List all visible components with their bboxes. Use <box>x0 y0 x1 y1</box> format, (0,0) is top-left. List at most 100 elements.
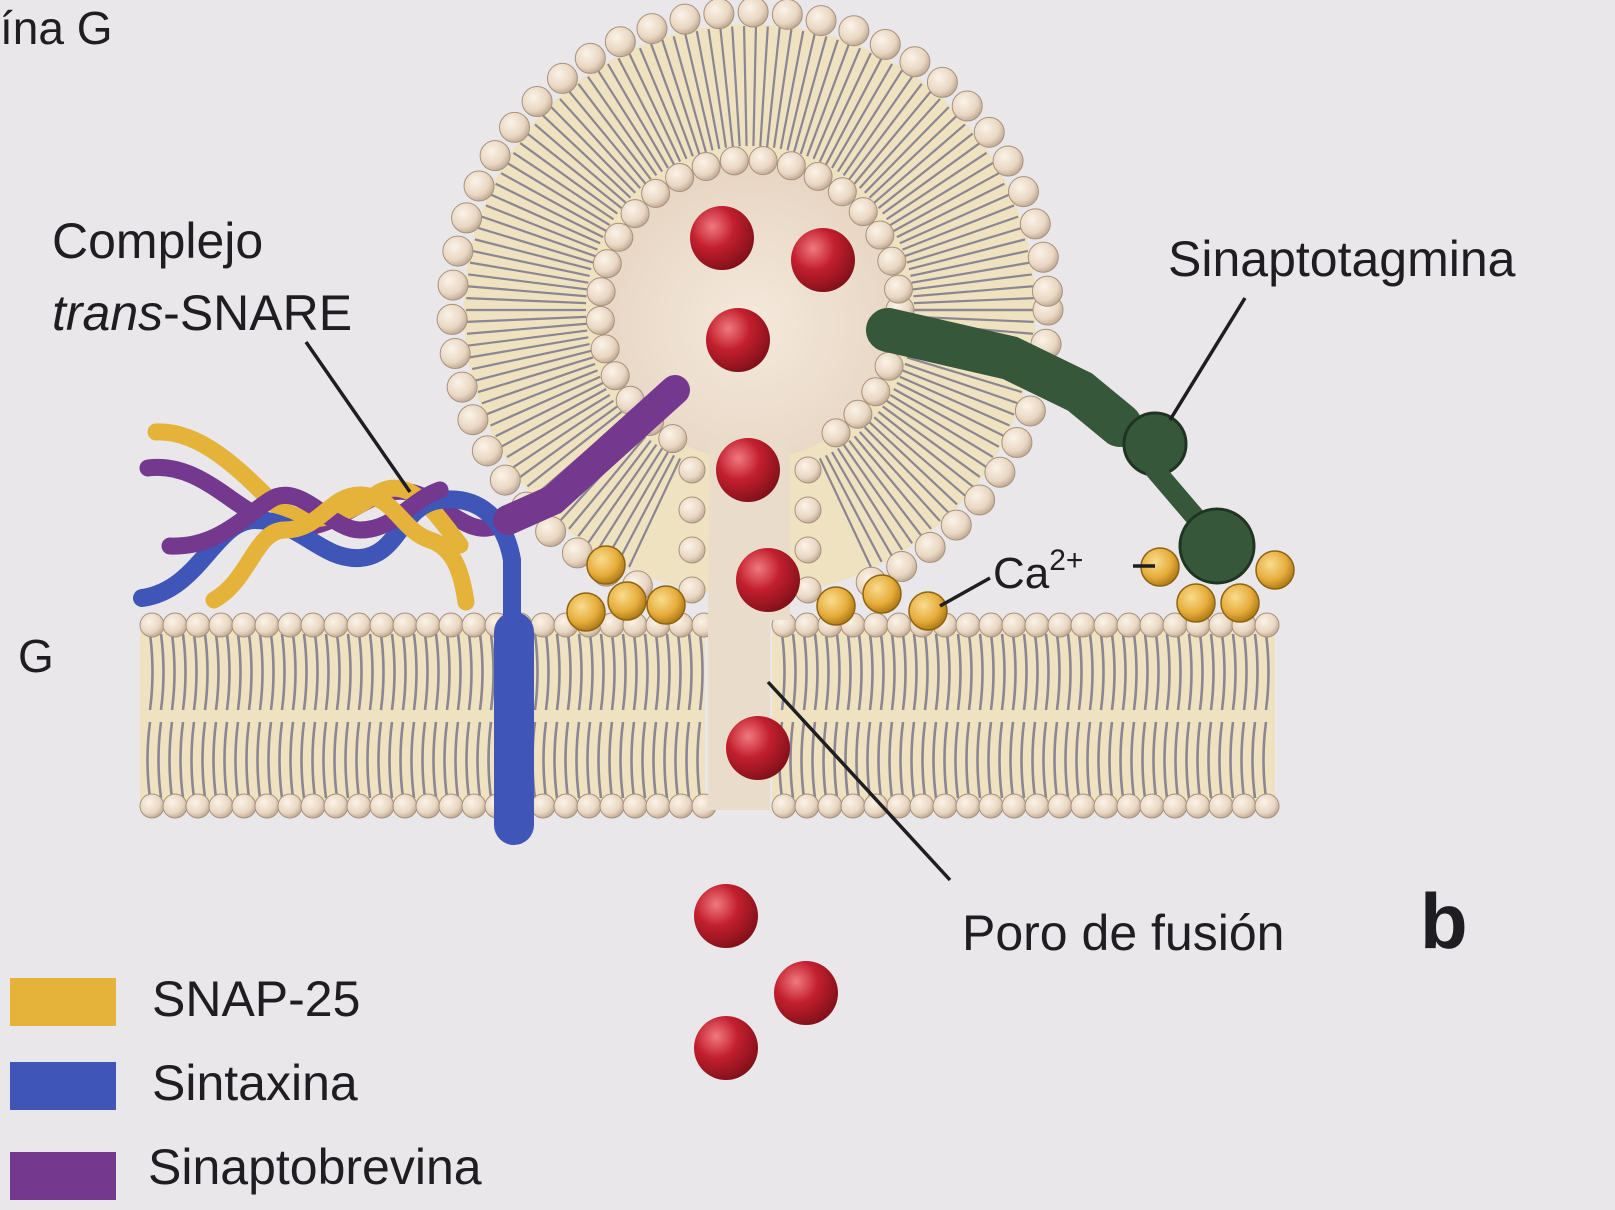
vesicle-inner-head <box>865 220 895 250</box>
lipid-head <box>208 793 234 819</box>
vesicle-lipid-tail <box>490 375 601 427</box>
vesicle-lipid-tail <box>836 69 904 173</box>
vesicle-lipid-tail <box>707 28 728 148</box>
vesicle-lipid-tail <box>512 151 615 221</box>
vesicle-lipid-tail <box>485 369 598 416</box>
vesicle-lipid-tail <box>831 63 893 169</box>
vesicle-outer-head <box>669 3 701 35</box>
lipid-tail <box>685 633 693 799</box>
legend-swatch-snap25 <box>10 978 116 1026</box>
lipid-head <box>185 793 211 819</box>
lipid-tail <box>157 633 165 799</box>
lipid-tail <box>1042 633 1050 799</box>
lipid-tail <box>1130 633 1138 799</box>
calcium-ion <box>1255 550 1295 590</box>
leader-lines <box>304 297 1247 882</box>
lipid-tail <box>146 633 154 799</box>
calcium-ion <box>607 581 647 621</box>
synaptobrevin-anchor <box>493 375 690 535</box>
lipid-tail <box>1185 633 1193 799</box>
vesicle-lipid-tail <box>889 394 994 459</box>
lipid-tail <box>465 633 473 799</box>
vesicle-lipid-tail <box>695 30 721 150</box>
vesicle-outer-head <box>886 551 918 583</box>
vesicle-lipid-tail <box>913 297 1034 305</box>
vesicle-lipid-tail <box>474 349 592 382</box>
vesicle-lipid-tail <box>638 47 688 160</box>
calcium-label: Ca2+ <box>993 544 1083 598</box>
lipid-head <box>1254 793 1280 819</box>
lipid-tail <box>212 633 220 799</box>
lipid-head <box>323 612 349 638</box>
lipid-tail <box>542 633 550 799</box>
vesicle-inner-head <box>590 334 620 364</box>
lipid-tail <box>1075 633 1083 799</box>
vesicle-inner-head <box>585 305 615 335</box>
lipid-tail <box>630 633 638 799</box>
lipid-head <box>231 793 257 819</box>
lipid-tail <box>311 633 319 799</box>
lipid-tail <box>256 633 264 799</box>
vesicle-lipid-tail <box>812 47 862 160</box>
vesicle-lipid-tail <box>904 362 1019 405</box>
vesicle-lipid-tail <box>766 27 781 148</box>
vesicle-outer-head <box>479 140 511 172</box>
lipid-tail <box>322 633 330 799</box>
neurotransmitter-molecule <box>694 884 758 948</box>
lipid-head <box>392 612 418 638</box>
vesicle-lipid-tail <box>896 381 1005 438</box>
vesicle-inner-head <box>843 399 873 429</box>
vesicle-inner-head <box>827 177 857 207</box>
vesicle-outer-head <box>771 0 803 30</box>
lipid-tail <box>811 633 819 799</box>
lipid-tail <box>1097 633 1105 799</box>
snap25-front-strand <box>205 486 475 611</box>
vesicle-lipid-tail <box>858 98 941 189</box>
lipid-head <box>392 793 418 819</box>
vesicle-outer-head <box>436 303 468 335</box>
calcium-ion <box>586 545 626 585</box>
vesicle-lipid-tail <box>877 132 974 209</box>
vesicle-lipid-tail <box>587 444 658 544</box>
lipid-head <box>1093 793 1119 819</box>
calcium-ion <box>862 574 902 614</box>
lipid-tail <box>1174 633 1182 799</box>
lipid-tail <box>652 633 660 799</box>
lipid-tail <box>1009 633 1017 799</box>
vesicle-outer-head <box>499 111 531 143</box>
lipid-head <box>185 612 211 638</box>
neck-lipid-head <box>678 456 706 484</box>
vesicle-lipid-tail <box>607 451 669 557</box>
vesicle-outer-head <box>1019 208 1051 240</box>
lipid-tail <box>619 633 627 799</box>
vesicle-outer-head <box>964 484 996 516</box>
lipid-tail <box>1229 633 1237 799</box>
lipid-head <box>1231 793 1257 819</box>
vesicle-inner-head <box>620 199 650 229</box>
lipid-tail <box>674 633 682 799</box>
vesicle-lipid-tail <box>577 439 652 537</box>
vesicle-lipid-tail <box>902 369 1015 416</box>
snare-label-italic: trans <box>52 285 163 341</box>
lipid-head <box>955 793 981 819</box>
lipid-head <box>461 612 487 638</box>
lipid-tail <box>300 633 308 799</box>
lipid-head <box>139 612 165 638</box>
vesicle-inner-head <box>877 246 907 276</box>
lipid-head <box>1162 793 1188 819</box>
vesicle-lipid-tail <box>500 388 607 448</box>
vesicle-lipid-tail <box>485 204 598 251</box>
lipid-head <box>576 793 602 819</box>
lipid-head <box>1116 612 1142 638</box>
lipid-head <box>1070 793 1096 819</box>
lipid-head <box>346 793 372 819</box>
fusion-pore-channel <box>708 610 770 810</box>
vesicle-inner-head <box>719 146 749 176</box>
snare-leader <box>304 341 412 493</box>
legend-swatch-synaptobrevin <box>10 1152 116 1200</box>
vesicle-inner-head <box>803 161 833 191</box>
synaptotagmin-label: Sinaptotagmina <box>1168 231 1516 287</box>
neurotransmitter-molecule <box>774 961 838 1025</box>
lipid-tail <box>1053 633 1061 799</box>
vesicle-outer-head <box>926 66 958 98</box>
